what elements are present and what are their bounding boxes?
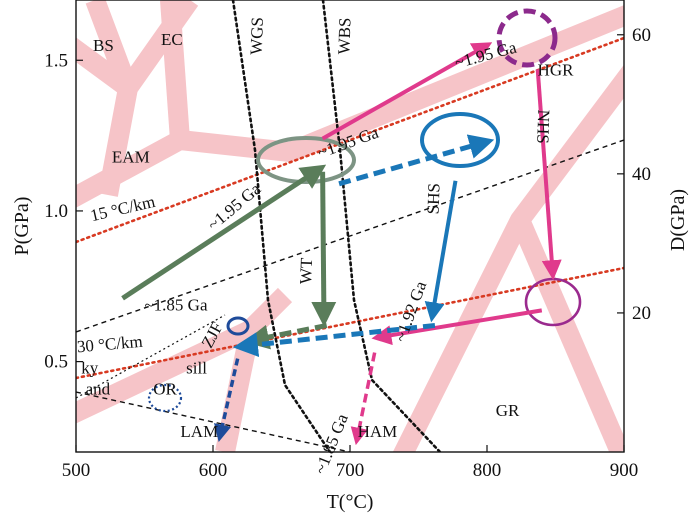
- y-tick-label: 1.0: [44, 201, 68, 222]
- x-tick-label: 900: [610, 460, 639, 481]
- curve-label: NHS: [533, 109, 553, 144]
- green-path-arrow: [121, 164, 327, 301]
- curve-label: WGS: [247, 17, 267, 55]
- magenta-path-arrow: [371, 308, 543, 346]
- x-tick-label: 500: [62, 460, 91, 481]
- x-tick-label: 700: [336, 460, 365, 481]
- gradient-line: [76, 139, 624, 333]
- y2-tick-label: 40: [632, 164, 651, 185]
- x-axis-title: T(°C): [327, 491, 374, 513]
- facies-label: EC: [161, 30, 183, 49]
- facies-boundary-band: [510, 216, 624, 452]
- y2-axis-title: D(GPa): [667, 189, 689, 251]
- geotherm-30-line: [76, 266, 624, 380]
- magenta-path-arrow: [321, 42, 493, 141]
- age-label: ~1.85 Ga: [144, 295, 207, 314]
- purple-dashed-ellipse: [496, 8, 558, 68]
- wgs-solidus-curve: [231, 0, 332, 452]
- facies-label: BS: [93, 36, 114, 55]
- gradient-label: 15 °C/km: [88, 192, 156, 225]
- y2-tick-label: 60: [632, 25, 651, 46]
- curve-label: WBS: [334, 17, 354, 54]
- x-tick-label: 600: [199, 460, 228, 481]
- gradient-label: 30 °C/km: [76, 332, 143, 357]
- green-dashed-arrow: [244, 322, 328, 350]
- reaction-label: OR: [153, 380, 177, 399]
- ky-and-reaction-line: [76, 314, 226, 399]
- reaction-label: sill: [186, 359, 207, 378]
- curve-label: SHS: [424, 183, 444, 215]
- geotherm-15-line: [76, 36, 624, 244]
- reaction-label: ky: [81, 359, 99, 378]
- blue-dashed-arrow: [232, 322, 436, 358]
- facies-label: GR: [496, 401, 520, 420]
- y-tick-label: 1.5: [44, 50, 68, 71]
- facies-boundary-band: [76, 5, 624, 208]
- navy-dashed-arrow: [214, 358, 240, 443]
- reaction-line: [76, 391, 351, 452]
- facies-label: LAM: [180, 422, 218, 441]
- wbs-solidus-curve: [321, 0, 442, 452]
- y2-tick-label: 20: [632, 303, 651, 324]
- facies-label: HGR: [538, 60, 575, 79]
- facies-label: EAM: [112, 148, 150, 167]
- blue-path-arrow: [424, 180, 458, 323]
- age-label: ~1.92 Ga: [391, 278, 431, 344]
- facies-boundary-band: [160, 0, 190, 141]
- magenta-dashed-arrow: [350, 352, 377, 446]
- y-tick-label: 0.5: [44, 352, 68, 373]
- or-ellipse: [147, 383, 183, 413]
- reaction-label: and: [86, 380, 111, 399]
- y-axis-title: P(GPa): [11, 197, 33, 256]
- x-tick-label: 800: [473, 460, 502, 481]
- magenta-path-arrow: [535, 69, 562, 281]
- facies-boundary-band: [76, 37, 134, 97]
- green-path-arrow: [311, 171, 337, 327]
- facies-label: HAM: [358, 422, 398, 441]
- blue-dashed-arrow: [338, 134, 495, 187]
- blue-ellipse: [420, 112, 500, 168]
- curve-label: WT: [296, 257, 316, 285]
